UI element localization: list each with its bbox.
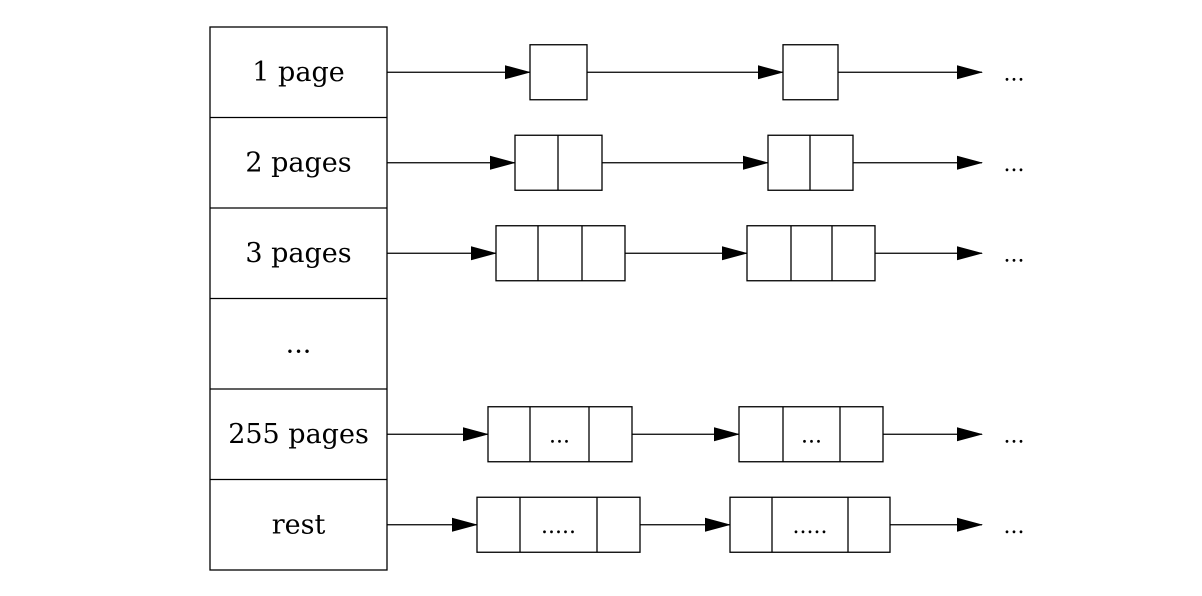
trailing-ellipsis: ...	[1004, 514, 1025, 539]
trailing-ellipsis: ...	[1004, 242, 1025, 267]
trailing-ellipsis: ...	[1004, 152, 1025, 177]
page-block	[476, 496, 641, 553]
size-class-label: 3 pages	[245, 238, 351, 269]
trailing-ellipsis: ...	[1004, 423, 1025, 448]
page-block	[529, 44, 588, 101]
page-cell-ellipsis: ...	[549, 423, 570, 448]
size-class-table: 1 page 2 pages 3 pages... 255 pages rest	[209, 26, 388, 571]
size-class-label: 1 page	[252, 57, 344, 88]
page-cell-ellipsis: ...	[801, 423, 822, 448]
page-block	[487, 406, 633, 463]
size-class-label: 255 pages	[228, 419, 369, 450]
page-block	[746, 225, 876, 282]
page-block	[738, 406, 884, 463]
page-block	[495, 225, 626, 282]
block-lists: ...............................	[387, 44, 1025, 553]
page-block	[782, 44, 839, 101]
trailing-ellipsis: ...	[1004, 61, 1025, 86]
size-class-label: 2 pages	[245, 147, 351, 178]
size-class-label: ...	[286, 328, 312, 359]
page-cell-ellipsis: .....	[541, 514, 576, 539]
size-class-label: rest	[272, 509, 326, 540]
page-block	[729, 496, 891, 553]
page-cell-ellipsis: .....	[793, 514, 828, 539]
